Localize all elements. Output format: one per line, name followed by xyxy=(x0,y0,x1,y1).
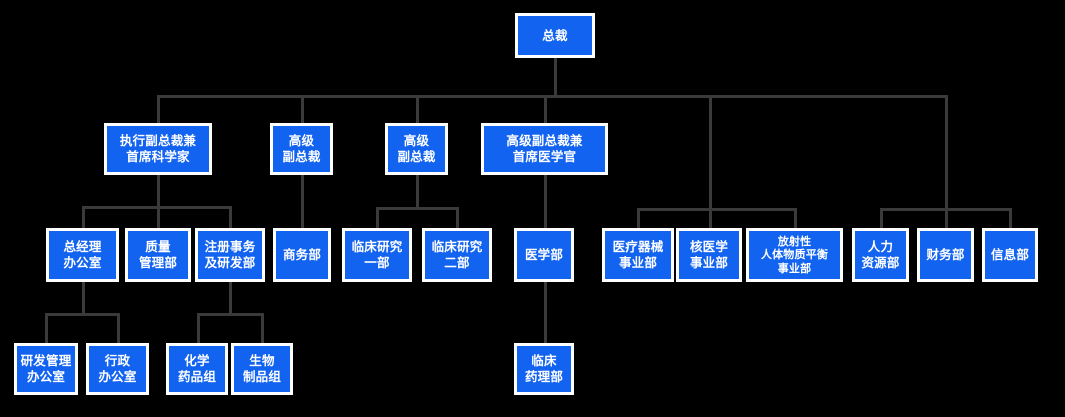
node-business-dept[interactable]: 商务部 xyxy=(273,228,331,282)
connector-ceo-stem xyxy=(554,58,557,97)
node-gm-office[interactable]: 总经理 办公室 xyxy=(46,228,119,282)
connector-drop-device xyxy=(637,208,640,228)
connector-svp1-to-business xyxy=(301,175,304,228)
connector-drop-chemical xyxy=(197,313,200,343)
node-regulatory-rd[interactable]: 注册事务 及研发部 xyxy=(195,228,265,282)
connector-drop-support-group xyxy=(945,95,948,208)
connector-drop-radioactive xyxy=(794,208,797,228)
connector-main-bus xyxy=(157,95,948,98)
connector-drop-svp2 xyxy=(416,95,419,123)
connector-drop-clinical2 xyxy=(456,207,459,228)
connector-drop-biological xyxy=(261,313,264,343)
node-evp-cso[interactable]: 执行副总裁兼 首席科学家 xyxy=(104,123,212,175)
connector-drop-quality xyxy=(157,206,160,228)
connector-gm-stem xyxy=(82,282,85,315)
connector-drop-evp xyxy=(157,95,160,123)
connector-drop-svp1 xyxy=(301,95,304,123)
connector-drop-gm-office xyxy=(82,206,85,228)
connector-drop-regulatory xyxy=(229,206,232,228)
connector-gm-bus xyxy=(45,313,120,316)
node-svp-cmo[interactable]: 高级副总裁兼 首席医学官 xyxy=(481,123,608,175)
node-svp-2[interactable]: 高级 副总裁 xyxy=(385,123,448,175)
node-svp-1[interactable]: 高级 副总裁 xyxy=(270,123,333,175)
node-quality-mgmt[interactable]: 质量 管理部 xyxy=(125,228,191,282)
node-rd-mgmt-office[interactable]: 研发管理 办公室 xyxy=(14,343,78,395)
connector-drop-finance xyxy=(945,208,948,228)
node-finance-dept[interactable]: 财务部 xyxy=(917,228,974,282)
connector-svp2-bus xyxy=(376,207,458,210)
connector-svp2-stem xyxy=(416,175,419,207)
connector-drop-rdmgmt xyxy=(45,313,48,343)
connector-drop-admin xyxy=(117,313,120,343)
node-radioactive-div[interactable]: 放射性 人体物质平衡 事业部 xyxy=(746,228,843,282)
connector-medical-to-pharmacology xyxy=(544,282,547,343)
node-chemical-drug-group[interactable]: 化学 药品组 xyxy=(166,343,228,395)
connector-drop-information xyxy=(1009,208,1012,228)
node-admin-office[interactable]: 行政 办公室 xyxy=(86,343,149,395)
node-hr-dept[interactable]: 人力 资源部 xyxy=(852,228,909,282)
connector-drop-nuclear xyxy=(709,208,712,228)
connector-business-bus xyxy=(637,208,797,211)
connector-evp-stem xyxy=(157,175,160,207)
node-biological-product-group[interactable]: 生物 制品组 xyxy=(231,343,293,395)
connector-drop-clinical1 xyxy=(376,207,379,228)
node-nuclear-medicine-div[interactable]: 核医学 事业部 xyxy=(676,228,742,282)
connector-regulatory-bus xyxy=(197,313,264,316)
connector-drop-hr xyxy=(880,208,883,228)
node-information-dept[interactable]: 信息部 xyxy=(982,228,1038,282)
connector-regulatory-stem xyxy=(229,282,232,315)
connector-svpcmo-to-medical xyxy=(544,175,547,228)
node-medical-device-div[interactable]: 医疗器械 事业部 xyxy=(602,228,674,282)
node-clinical-research-1[interactable]: 临床研究 一部 xyxy=(342,228,412,282)
connector-drop-svpcmo xyxy=(544,95,547,123)
connector-drop-business-group xyxy=(709,95,712,208)
node-ceo[interactable]: 总裁 xyxy=(515,13,595,58)
node-medical-dept[interactable]: 医学部 xyxy=(514,228,574,282)
node-clinical-pharmacology[interactable]: 临床 药理部 xyxy=(514,343,574,395)
node-clinical-research-2[interactable]: 临床研究 二部 xyxy=(422,228,492,282)
